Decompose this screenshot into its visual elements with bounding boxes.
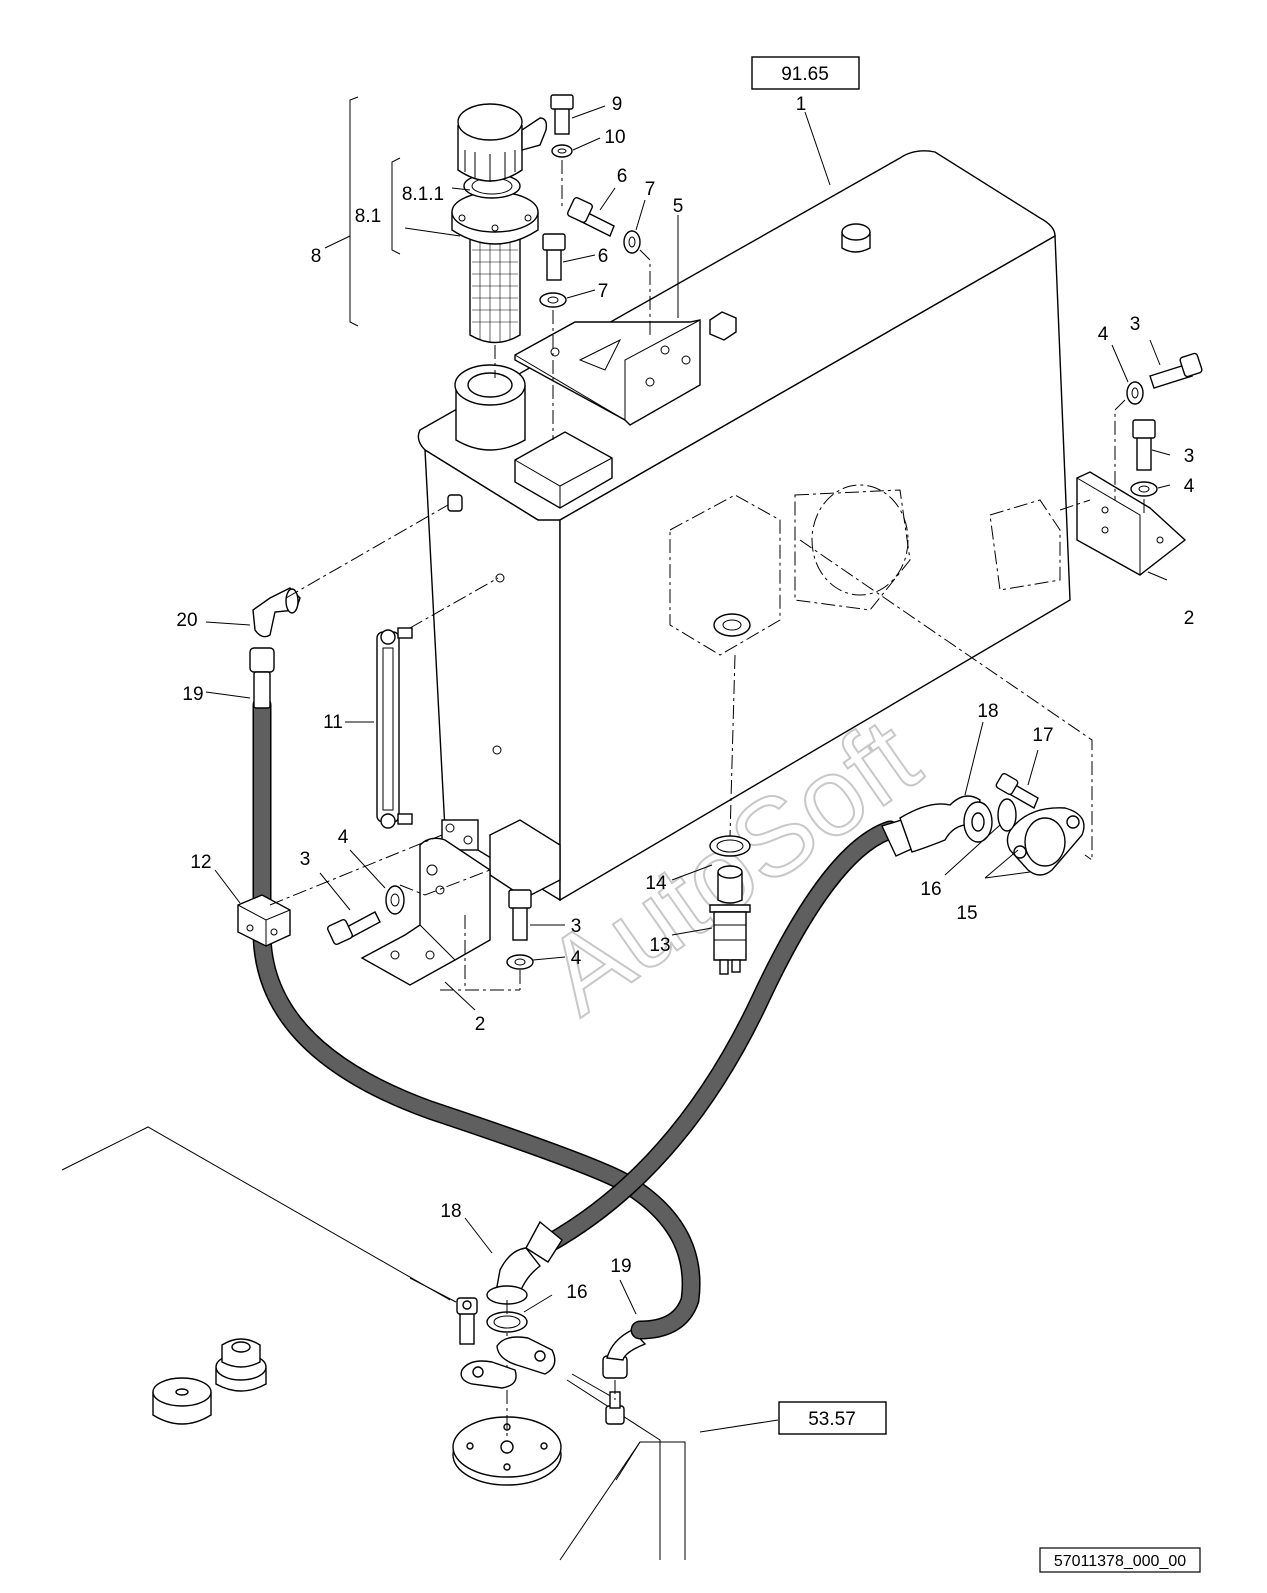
- bolt-17: [995, 772, 1039, 810]
- bolt-3-lower-center: [508, 889, 532, 941]
- group-bracket-8: [324, 96, 359, 327]
- callout-20[interactable]: 20: [176, 610, 197, 631]
- callout-16[interactable]: 16: [566, 1282, 587, 1303]
- hose-end-18-top: [881, 795, 993, 857]
- callout-17[interactable]: 17: [1032, 725, 1053, 746]
- callout-3[interactable]: 3: [1184, 446, 1195, 467]
- callout-4[interactable]: 4: [1184, 476, 1195, 497]
- callout-9[interactable]: 9: [612, 94, 623, 115]
- callout-16[interactable]: 16: [920, 879, 941, 900]
- ref-box-tank[interactable]: 91.65: [751, 56, 860, 90]
- callout-19[interactable]: 19: [610, 1256, 631, 1277]
- washer-7-upper: [623, 230, 641, 254]
- callout-2[interactable]: 2: [475, 1014, 486, 1035]
- bolt-3-right-lower: [1132, 419, 1156, 471]
- bracket-5: [514, 319, 701, 426]
- seal-ring-14: [709, 835, 751, 857]
- callouts: 1 2 2 3 3 3 3 4 4 4 4 5 6 6 7 7 8 8.1 8.…: [176, 94, 1194, 1303]
- bracket-2-lower: [360, 837, 491, 986]
- callout-4[interactable]: 4: [338, 827, 349, 848]
- callout-11[interactable]: 11: [323, 712, 343, 733]
- level-sensor-13: [709, 865, 751, 975]
- leader-lines: [205, 105, 1171, 1433]
- callout-18[interactable]: 18: [440, 1201, 461, 1222]
- hose-end-18-bottom: [486, 1220, 563, 1305]
- callout-7[interactable]: 7: [645, 179, 656, 200]
- callout-14[interactable]: 14: [645, 873, 667, 894]
- callout-3[interactable]: 3: [300, 849, 311, 870]
- group-bracket-8-1: [391, 157, 461, 255]
- callout-19[interactable]: 19: [182, 684, 203, 705]
- callout-4[interactable]: 4: [1098, 324, 1109, 345]
- callout-2[interactable]: 2: [1184, 608, 1195, 629]
- callout-1[interactable]: 1: [796, 94, 807, 115]
- callout-13[interactable]: 13: [649, 935, 670, 956]
- callout-3[interactable]: 3: [1130, 314, 1141, 335]
- callout-6[interactable]: 6: [598, 246, 609, 267]
- callout-7[interactable]: 7: [598, 281, 609, 302]
- hose-18-main: [538, 820, 900, 1254]
- callout-10[interactable]: 10: [604, 127, 625, 148]
- washer-4-left: [385, 885, 405, 915]
- hose-clamp-12: [237, 894, 291, 947]
- level-gauge: [376, 627, 413, 829]
- bolt-6-vertical: [542, 233, 566, 281]
- callout-3[interactable]: 3: [571, 916, 582, 937]
- hose-end-19-top: [249, 647, 275, 709]
- o-ring-right: [997, 798, 1017, 832]
- callout-8-1-1[interactable]: 8.1.1: [402, 184, 444, 205]
- bolt-bottom: [456, 1297, 478, 1345]
- rubber-bush-left: [152, 1377, 212, 1425]
- split-flange-bottom: [460, 1336, 556, 1389]
- elbow-fitting-20: [252, 587, 301, 638]
- callout-12[interactable]: 12: [190, 852, 211, 873]
- bolt-6-angled: [566, 196, 615, 237]
- washer-4-lower-center: [506, 954, 534, 970]
- washer-7-lower: [539, 292, 567, 308]
- bolt-3-right-upper: [1149, 352, 1203, 389]
- washer-4-right-lower: [1130, 481, 1158, 497]
- o-ring-bottom: [486, 1311, 528, 1333]
- callout-8[interactable]: 8: [311, 246, 322, 267]
- washer-10: [551, 144, 573, 158]
- machine-frame: [61, 1126, 686, 1561]
- hydraulic-tank: [417, 150, 1071, 902]
- filter-assembly: [451, 103, 548, 344]
- ref-box-frame-label: 53.57: [808, 1409, 856, 1430]
- drawing-code-box: 57011378_000_00: [1039, 1547, 1201, 1573]
- ref-box-tank-label: 91.65: [781, 64, 829, 85]
- callout-5[interactable]: 5: [673, 196, 684, 217]
- callout-8-1[interactable]: 8.1: [355, 206, 381, 227]
- washer-4-right-upper: [1126, 381, 1144, 405]
- callout-15[interactable]: 15: [956, 903, 977, 924]
- drawing-code: 57011378_000_00: [1054, 1553, 1186, 1570]
- fitting-bottom-right: [602, 1329, 647, 1425]
- hose-19-upper: [252, 695, 701, 1340]
- callout-6[interactable]: 6: [617, 166, 628, 187]
- split-flange-right: [1006, 807, 1085, 876]
- bracket-2-right: [1076, 471, 1187, 576]
- ref-box-frame[interactable]: 53.57: [778, 1401, 887, 1435]
- bolt-3-left: [326, 911, 381, 946]
- bolt-9: [550, 94, 574, 135]
- nut-bush: [215, 1338, 267, 1392]
- callout-4[interactable]: 4: [571, 948, 582, 969]
- callout-18[interactable]: 18: [977, 701, 998, 722]
